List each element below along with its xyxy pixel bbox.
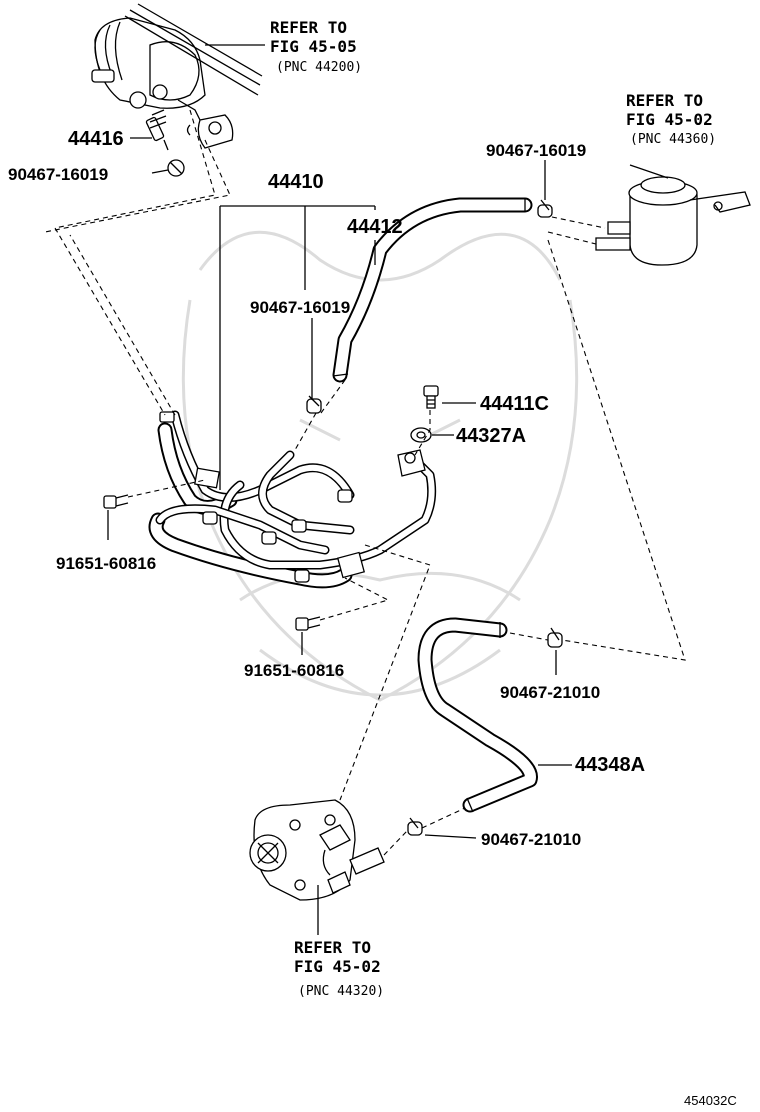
pipe-assembly-44410 (148, 410, 437, 589)
label-bolt-left: 91651-60816 (56, 554, 156, 573)
label-44416: 44416 (68, 128, 124, 150)
watermark (181, 230, 579, 702)
label-44411c: 44411C (480, 393, 549, 415)
ref-top-left-line2: FIG 45-05 (270, 37, 357, 56)
label-bolt-bottom: 91651-60816 (244, 661, 344, 680)
clip-top-right (537, 199, 553, 218)
hose-44348a (417, 617, 538, 813)
label-44348a: 44348A (575, 754, 645, 776)
leader-lines (107, 44, 669, 935)
steering-gear-assembly (91, 3, 263, 149)
union-bolt-44411c (423, 385, 439, 409)
reference-top-right: REFER TO FIG 45-02 (PNC 44360) (626, 91, 716, 147)
ref-bottom-pnc: (PNC 44320) (298, 984, 384, 999)
label-44327a: 44327A (456, 425, 526, 447)
ref-top-left-line1: REFER TO (270, 18, 347, 37)
ref-top-right-pnc: (PNC 44360) (630, 132, 716, 147)
hose-44412 (332, 197, 533, 383)
clip-bottom (407, 817, 423, 836)
reference-bottom: REFER TO FIG 45-02 (PNC 44320) (294, 938, 384, 999)
gasket-44327a (410, 427, 432, 443)
reservoir-tank (595, 176, 751, 266)
label-clip-top-left: 90467-16019 (8, 165, 108, 184)
clip-center (306, 395, 322, 414)
dashed-connections (44, 109, 686, 856)
bolt-left (103, 494, 129, 509)
clip-right (547, 627, 563, 648)
label-clip-right: 90467-21010 (500, 683, 600, 702)
ref-bottom-line1: REFER TO (294, 938, 371, 957)
vane-pump (249, 799, 385, 901)
ref-bottom-line2: FIG 45-02 (294, 957, 381, 976)
ref-top-right-line1: REFER TO (626, 91, 703, 110)
bolt-bottom (295, 616, 321, 631)
ref-top-right-line2: FIG 45-02 (626, 110, 713, 129)
union-fitting-44416 (145, 109, 169, 151)
label-clip-bottom: 90467-21010 (481, 830, 581, 849)
reference-top-left: REFER TO FIG 45-05 (PNC 44200) (270, 18, 362, 75)
label-44410: 44410 (268, 171, 324, 193)
label-clip-top-right: 90467-16019 (486, 141, 586, 160)
ref-top-left-pnc: (PNC 44200) (276, 60, 362, 75)
label-clip-center: 90467-16019 (250, 298, 350, 317)
label-44412: 44412 (347, 216, 403, 238)
diagram-code: 454032C (684, 1093, 737, 1108)
clip-top-left (167, 159, 185, 177)
